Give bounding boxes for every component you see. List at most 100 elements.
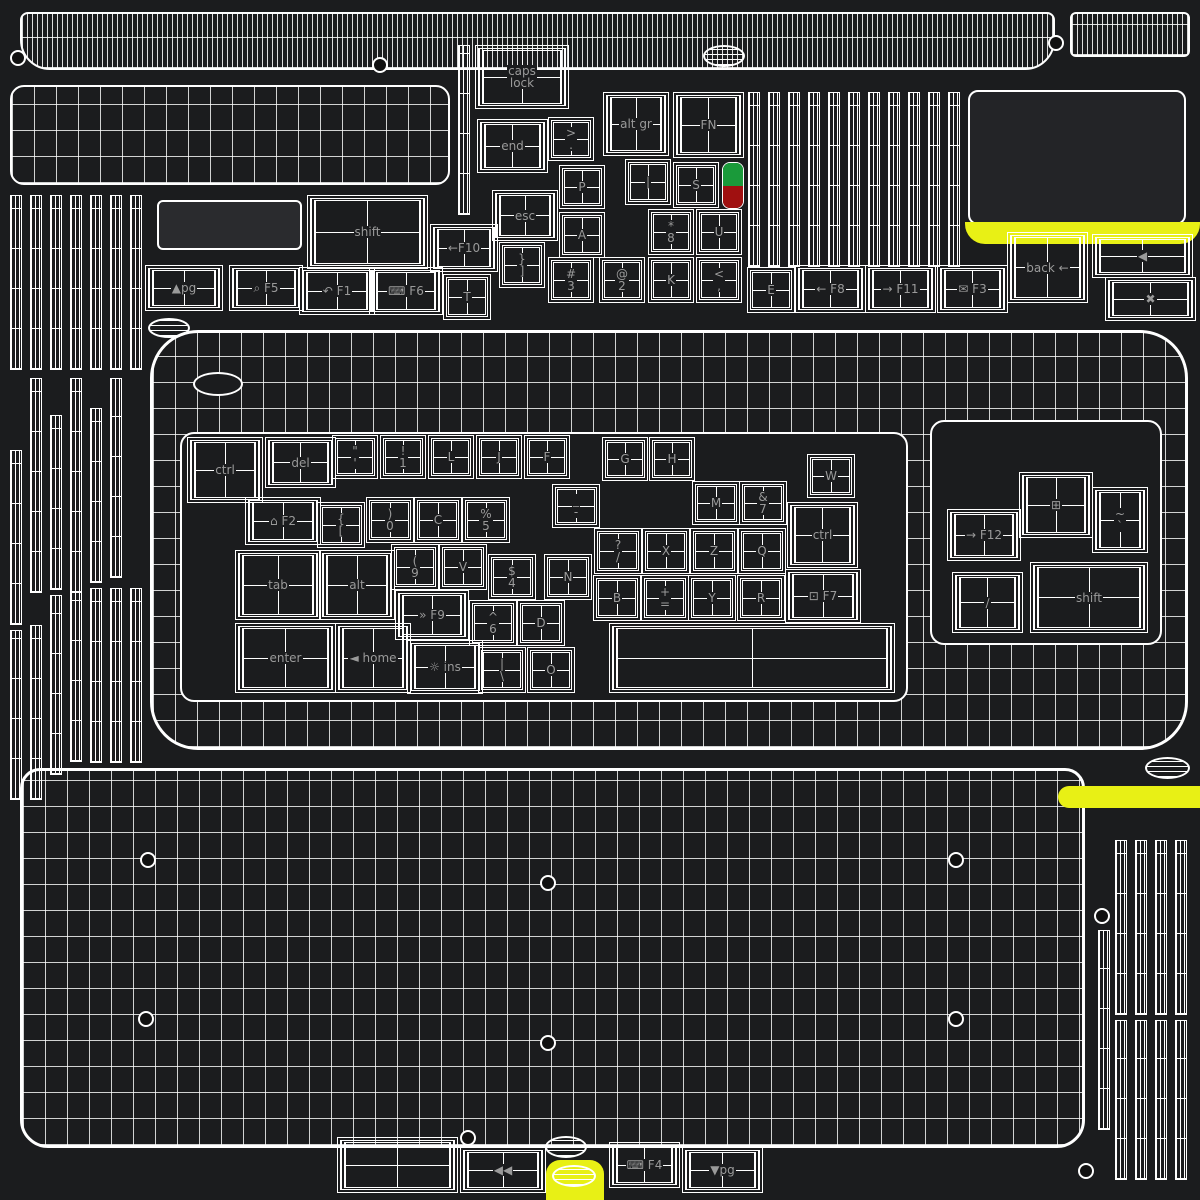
keycap-label: S [691,178,701,192]
keycap-eight: * 8 [648,209,694,255]
keycap-label: _ - [572,493,580,519]
status-led-icon [722,162,744,209]
keycap-z: Z [690,528,738,574]
keycap-m: M [692,481,740,525]
keycap-label: alt [348,578,366,592]
highlight-patch-right [1058,786,1200,808]
keycap-label: ⊞ [1049,498,1063,512]
keycap-slash2: ∕ [952,572,1023,633]
keycap-d: D [517,600,565,646]
uv-strip [808,92,820,267]
uv-strip [828,92,840,267]
keycap-label: ⌨ F6 [387,284,425,298]
screw-hole [372,57,388,73]
left-top-panel [10,85,450,185]
keycap-label: X [660,544,672,558]
foot-oval [148,318,190,338]
uv-strip [70,195,82,370]
keycap-label: ) 0 [385,507,395,533]
keycap-label: K [666,273,676,287]
keycap-label: L [446,450,456,464]
keycap-label: Q [756,544,768,558]
uv-strip [1115,840,1127,1015]
keycap-label: ( 9 [410,554,420,580]
keycap-shift-top: shift [307,195,428,269]
keycap-bracket-open: { [ [317,502,365,548]
keycap-label: ↶ F1 [321,284,353,298]
keycap-two: @ 2 [599,257,645,303]
keycap-label: E [766,283,776,297]
keycap-label: W [824,469,838,483]
uv-strip [10,195,22,370]
keycap-comma: < , [696,257,742,303]
screw-hole [540,875,556,891]
keycap-label: shift [1075,590,1103,605]
keycap-equals: + = [641,575,689,621]
keycap-label: ! 1 [398,444,408,470]
keycap-del: del [265,437,336,488]
keycap-label: alt gr [619,117,653,131]
keycap-one: ! 1 [380,435,426,479]
uv-strip [868,92,880,267]
screw-hole [10,50,26,66]
keycap-label: ✉ F3 [957,282,988,296]
keycap-windows: ⊞ [1019,472,1093,538]
keycap-label: < , [712,267,726,293]
keycap-label: ⌂ F2 [269,514,297,528]
keycap-label: Y [707,591,717,605]
keycap-pipe: | [625,159,671,205]
keycap-g: G [602,437,648,481]
keycap-label: esc [513,208,537,223]
keycap-label: T [462,290,472,304]
uv-strip [458,45,470,215]
keycap-alt-gr: alt gr [603,92,669,156]
keycap-esc: esc [492,190,558,241]
keycap-w: W [807,454,855,498]
uv-strip [110,195,122,370]
keycap-label: + = [658,585,672,611]
keycap-vol-down: ◀◀ [460,1147,546,1193]
screw-hole [948,1011,964,1027]
keycap-label: enter [268,651,303,665]
keycap-three: # 3 [548,257,594,303]
keycap-label: # 3 [564,267,578,293]
keycap-nine: ( 9 [391,544,439,590]
screw-hole [1078,1163,1094,1179]
uv-strip [110,378,122,578]
foot-oval [1145,757,1190,779]
keycap-label: & 7 [757,490,769,516]
keycap-s: S [673,162,719,208]
uv-strip [1135,840,1147,1015]
keycap-label: tab [267,578,289,592]
keycap-bracket-close: } ] [499,242,545,288]
keycap-label: | \ [498,657,506,683]
keycap-four: $ 4 [488,554,536,600]
keycap-label: @ 2 [615,267,629,293]
keycap-label: { [ [336,512,346,538]
keycap-label: A [576,228,588,242]
keycap-x: X [642,528,690,574]
keycap-f4: ⌨ F4 [609,1142,680,1188]
keycap-label: ☼ ins [428,660,462,674]
keycap-label: P [577,180,587,194]
keycap-label: → F11 [881,282,920,296]
keycap-f11: → F11 [865,265,936,313]
uv-strip [888,92,900,267]
uv-strip [30,195,42,370]
keycap-e: E [747,267,795,313]
uv-strip [1155,840,1167,1015]
keycap-l: L [428,435,474,479]
screw-hole [460,1130,476,1146]
keycap-u: U [696,209,742,255]
keycap-label: ▲pg [170,281,198,295]
keycap-f8: ← F8 [795,265,866,313]
keycap-label: } ] [517,252,527,278]
uv-strip [748,92,760,267]
keycap-f1: ↶ F1 [299,267,375,315]
keycap-label: M [709,496,723,510]
uv-strip [1155,1020,1167,1180]
uv-strip [70,592,82,762]
keycap-label: * 8 [666,219,676,245]
keycap-label: ctrl [214,463,236,477]
uv-strip [10,630,22,800]
